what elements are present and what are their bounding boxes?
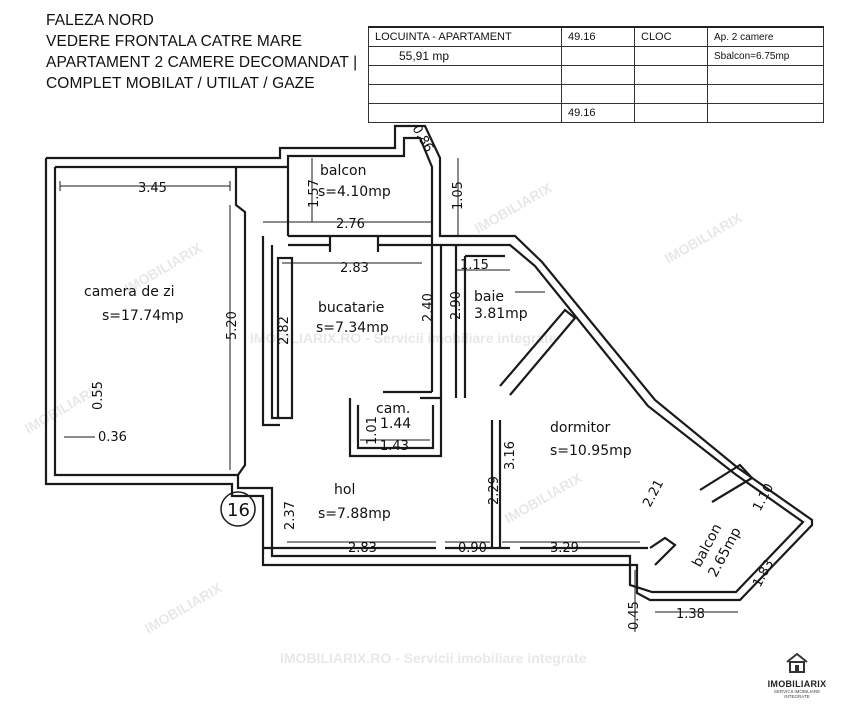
dimension-label: 2.90 [449, 291, 464, 320]
room-area-bucatarie: s=7.34mp [316, 320, 389, 336]
room-name-camera: camera de zi [84, 284, 175, 300]
table-cell: LOCUINTA - APARTAMENT [368, 26, 562, 47]
plan-walls [44, 124, 814, 602]
brand-logo: IMOBILIARIX SERVICII IMOBILIARE INTEGRAT… [762, 652, 832, 699]
dimension-label: 0.90 [458, 541, 487, 556]
dimension-label: 3.29 [550, 541, 579, 556]
dimension-label: 2.29 [487, 476, 502, 505]
dimension-label: 2.82 [277, 316, 292, 345]
room-area-dormitor: s=10.95mp [550, 443, 632, 459]
dimension-label: 2.40 [421, 293, 436, 322]
header-line: FALEZA NORD [46, 12, 154, 29]
header-line: APARTAMENT 2 CAMERE DECOMANDAT | [46, 54, 358, 71]
house-icon [786, 652, 808, 673]
listing-header: FALEZA NORD VEDERE FRONTALA CATRE MARE A… [46, 10, 376, 94]
room-area-camera: s=17.74mp [102, 308, 184, 324]
table-row: 49.16 [368, 103, 824, 123]
room-name-baie: baie [474, 289, 504, 305]
plan-number: 16 [227, 500, 250, 521]
logo-name: IMOBILIARIX [767, 679, 827, 689]
dimension-label: 1.05 [451, 181, 466, 210]
dimension-label: 1.43 [380, 439, 409, 454]
apartment-info-table: LOCUINTA - APARTAMENT 49.16 CLOC Ap. 2 c… [368, 26, 824, 123]
header-line: VEDERE FRONTALA CATRE MARE [46, 33, 303, 50]
dimension-label: 2.76 [336, 217, 365, 232]
room-name-dormitor: dormitor [550, 420, 611, 436]
dimension-label: 1.01 [365, 416, 380, 445]
table-row: LOCUINTA - APARTAMENT 49.16 CLOC Ap. 2 c… [368, 26, 824, 47]
dimension-label: 2.83 [348, 541, 377, 556]
room-area-hol: s=7.88mp [318, 506, 391, 522]
dimension-label: 0.36 [98, 430, 127, 445]
room-area-baie: 3.81mp [474, 306, 528, 322]
dimension-lines [59, 158, 738, 632]
room-area-balcon-top: s=4.10mp [318, 184, 391, 200]
dimension-label: 3.16 [503, 441, 518, 470]
plan-number-circle [220, 491, 256, 527]
dimension-label: 0.45 [627, 601, 642, 630]
room-name-cam: cam. [376, 401, 410, 417]
dimension-label: 1.38 [676, 607, 705, 622]
dimension-label: 1.15 [460, 258, 489, 273]
dimension-label: 2.21 [640, 477, 667, 510]
table-row [368, 65, 824, 85]
room-name-bucatarie: bucatarie [318, 300, 384, 316]
dimension-label: 0.55 [91, 381, 106, 410]
table-cell [707, 103, 824, 123]
dimension-label: 2.83 [340, 261, 369, 276]
dimension-label: 2.37 [283, 501, 298, 530]
dimension-label: 5.20 [225, 311, 240, 340]
room-name-balcon-top: balcon [320, 163, 367, 179]
dimension-label: 1.57 [307, 179, 322, 208]
room-name-hol: hol [334, 482, 355, 498]
dimension-label: 1.83 [750, 557, 777, 590]
room-area-cam: 1.44 [380, 416, 411, 432]
dimension-label: 1.10 [750, 481, 777, 514]
table-cell: 49.16 [561, 103, 635, 123]
header-line: COMPLET MOBILAT / UTILAT / GAZE [46, 75, 315, 92]
logo-tagline: SERVICII IMOBILIARE INTEGRATE [773, 689, 821, 699]
dimension-label: 3.45 [138, 181, 167, 196]
